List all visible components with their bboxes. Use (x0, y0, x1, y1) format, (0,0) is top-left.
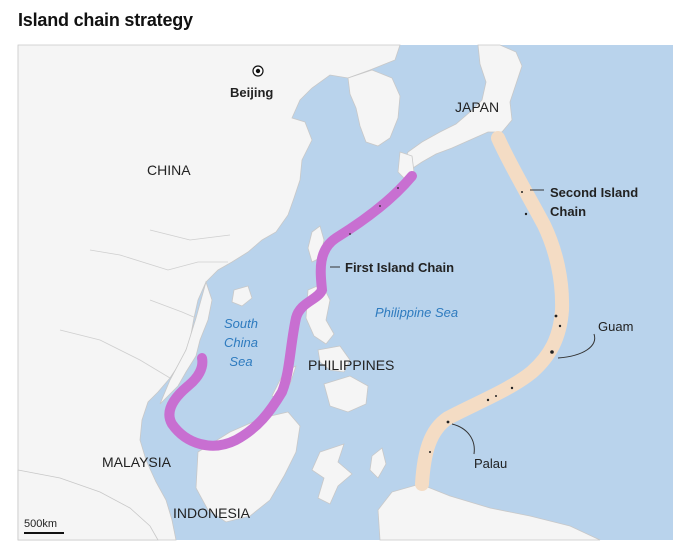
island-dots (349, 187, 562, 453)
hainan (231, 285, 253, 307)
mainland-asia (17, 44, 401, 541)
sumatra (17, 469, 159, 541)
label-philippine-sea: Philippine Sea (375, 305, 458, 320)
korea (347, 69, 401, 147)
label-malaysia: MALAYSIA (102, 454, 172, 470)
label-philippines: PHILIPPINES (308, 357, 394, 373)
new-guinea (377, 483, 601, 541)
second-island-chain-band (415, 131, 570, 491)
leader-lines (330, 189, 596, 455)
label-guam: Guam (598, 319, 633, 334)
label-south-china-sea-line3: Sea (229, 354, 252, 369)
label-indonesia: INDONESIA (173, 505, 251, 521)
indochina-coast (159, 280, 213, 405)
halmahera (369, 447, 387, 479)
label-first-island-chain: First Island Chain (345, 260, 454, 275)
label-south-china-sea-line1: South (224, 316, 258, 331)
label-japan: JAPAN (455, 99, 499, 115)
sulawesi (311, 443, 353, 505)
label-south-china-sea-line2: China (224, 335, 258, 350)
label-beijing: Beijing (230, 85, 273, 100)
label-second-island-chain-line2: Chain (550, 204, 586, 219)
japan-land (401, 44, 523, 171)
map-title: Island chain strategy (18, 10, 193, 30)
label-china: CHINA (147, 162, 191, 178)
philippines-visayas (317, 345, 351, 373)
capital-city-dot-icon (252, 65, 264, 77)
scale-bar-label: 500km (24, 518, 57, 530)
first-island-chain-band (164, 171, 417, 451)
philippines-mindanao (323, 375, 369, 413)
label-second-island-chain-line1: Second Island (550, 185, 638, 200)
country-borders (59, 229, 231, 379)
label-palau: Palau (474, 456, 507, 471)
